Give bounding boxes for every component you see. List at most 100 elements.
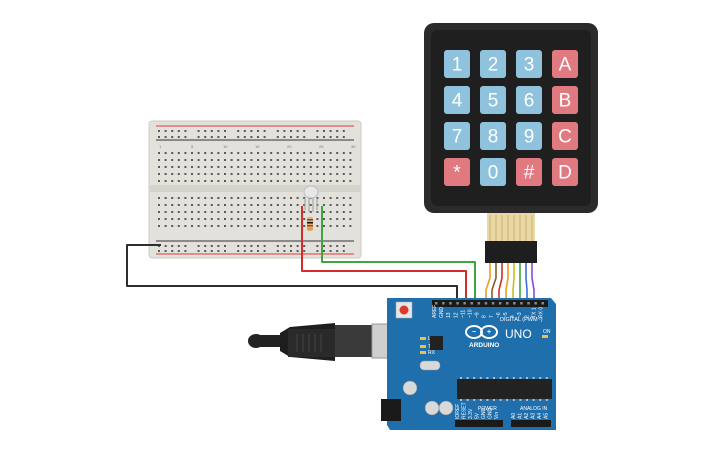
keypad-key-D[interactable]: D	[552, 158, 578, 186]
keypad-key-#[interactable]: #	[516, 158, 542, 186]
column-number: 10	[223, 144, 228, 149]
keypad-key-label: 1	[452, 55, 463, 76]
capacitor-1	[402, 380, 418, 396]
power-header	[455, 420, 503, 427]
led-indicator-tx	[420, 345, 426, 348]
column-number: 1	[159, 144, 162, 149]
analog-pin-label: A2	[524, 413, 530, 419]
power-pin-label: Vin	[494, 412, 500, 419]
analog-pin-label: A1	[518, 413, 524, 419]
digital-pin-label: ~3	[517, 312, 523, 318]
digital-section-label: DIGITAL (PWM~)	[500, 317, 543, 323]
digital-pin-label: ~9	[475, 312, 481, 318]
digital-pin-label: 4	[510, 315, 516, 318]
wire-keypad-4[interactable]	[505, 263, 509, 303]
keypad-key-8[interactable]: 8	[480, 122, 506, 150]
digital-pin-label: AREF	[432, 305, 438, 318]
digital-pin-label: 2	[524, 315, 530, 318]
power-pin-label: 5V	[475, 412, 481, 419]
keypad-key-A[interactable]: A	[552, 50, 578, 78]
breadboard-holes[interactable]	[158, 130, 352, 252]
keypad-key-3[interactable]: 3	[516, 50, 542, 78]
wire-keypad-1[interactable]	[485, 263, 491, 303]
brand-label: ARDUINO	[469, 342, 499, 349]
keypad-key-label: 6	[524, 91, 535, 112]
keypad-key-2[interactable]: 2	[480, 50, 506, 78]
keypad-key-1[interactable]: 1	[444, 50, 470, 78]
rgb-led[interactable]	[303, 185, 319, 212]
digital-pin-label: ~11	[460, 310, 466, 318]
led-indicator-l	[420, 337, 426, 340]
keypad-key-6[interactable]: 6	[516, 86, 542, 114]
keypad-key-label: 5	[488, 91, 499, 112]
analog-pin-label: A4	[537, 413, 543, 419]
reset-button-cap[interactable]	[399, 305, 409, 315]
model-label: UNO	[505, 327, 532, 341]
column-number: 15	[255, 144, 260, 149]
wire-keypad-2[interactable]	[491, 263, 497, 303]
digital-pin-label: 7	[489, 315, 495, 318]
svg-text:+: +	[487, 329, 491, 336]
wire-keypad-8[interactable]	[531, 263, 535, 303]
digital-pin-label: ~6	[496, 312, 502, 318]
digital-pin-label: 12	[453, 312, 459, 318]
wire-ground[interactable]	[126, 244, 458, 303]
analog-pin-label: A0	[511, 413, 517, 419]
resistor[interactable]	[307, 217, 313, 231]
on-label: ON	[543, 329, 551, 335]
keypad-key-9[interactable]: 9	[516, 122, 542, 150]
power-pin-label: GND	[481, 408, 487, 420]
digital-pin-label: 8	[482, 315, 488, 318]
wire-keypad-7[interactable]	[525, 263, 528, 303]
indicator-label-rx: RX	[428, 350, 436, 356]
keypad-key-5[interactable]: 5	[480, 86, 506, 114]
keypad-key-label: A	[559, 55, 572, 76]
keypad-key-7[interactable]: 7	[444, 122, 470, 150]
keypad-key-label: 2	[488, 55, 499, 76]
capacitor-2	[424, 400, 440, 416]
crystal	[419, 360, 441, 371]
keypad-connector	[485, 241, 537, 263]
power-pin-label: RESET	[462, 402, 468, 419]
wire-red-led[interactable]	[301, 206, 467, 303]
digital-pin-label: ~5	[503, 312, 509, 318]
column-number: 20	[287, 144, 292, 149]
column-number: 30	[351, 144, 356, 149]
digital-header	[432, 300, 548, 307]
atmega-chip	[457, 379, 552, 399]
usb-chip	[430, 336, 443, 350]
indicator-label-l: L	[428, 336, 431, 342]
keypad-key-label: B	[559, 91, 572, 112]
keypad-key-0[interactable]: 0	[480, 158, 506, 186]
digital-pin-label: TX 1	[531, 307, 537, 318]
keypad-key-label: C	[558, 127, 572, 148]
svg-text:−: −	[472, 329, 476, 336]
keypad-key-label: 7	[452, 127, 463, 148]
keypad-key-label: D	[558, 163, 572, 184]
keypad-key-B[interactable]: B	[552, 86, 578, 114]
keypad-key-label: 4	[452, 91, 463, 112]
keypad-ribbon	[487, 213, 535, 241]
analog-pin-label: A5	[544, 413, 550, 419]
keypad-key-label: *	[453, 163, 461, 184]
keypad-key-label: 3	[524, 55, 535, 76]
wires[interactable]	[126, 206, 535, 303]
led-indicator-on	[542, 335, 548, 338]
keypad-key-*[interactable]: *	[444, 158, 470, 186]
analog-pin-label: A3	[531, 413, 537, 419]
digital-pin-label: RX 0	[539, 307, 545, 318]
power-pin-label: 3.3V	[468, 408, 474, 419]
wire-green-led[interactable]	[321, 206, 476, 303]
wire-keypad-3[interactable]	[498, 263, 503, 303]
keypad-key-label: 0	[488, 163, 499, 184]
power-pin-label: GND	[488, 408, 494, 420]
keypad-key-C[interactable]: C	[552, 122, 578, 150]
analog-section-label: ANALOG IN	[520, 406, 548, 412]
wire-keypad-5[interactable]	[512, 263, 515, 303]
keypad-key-4[interactable]: 4	[444, 86, 470, 114]
